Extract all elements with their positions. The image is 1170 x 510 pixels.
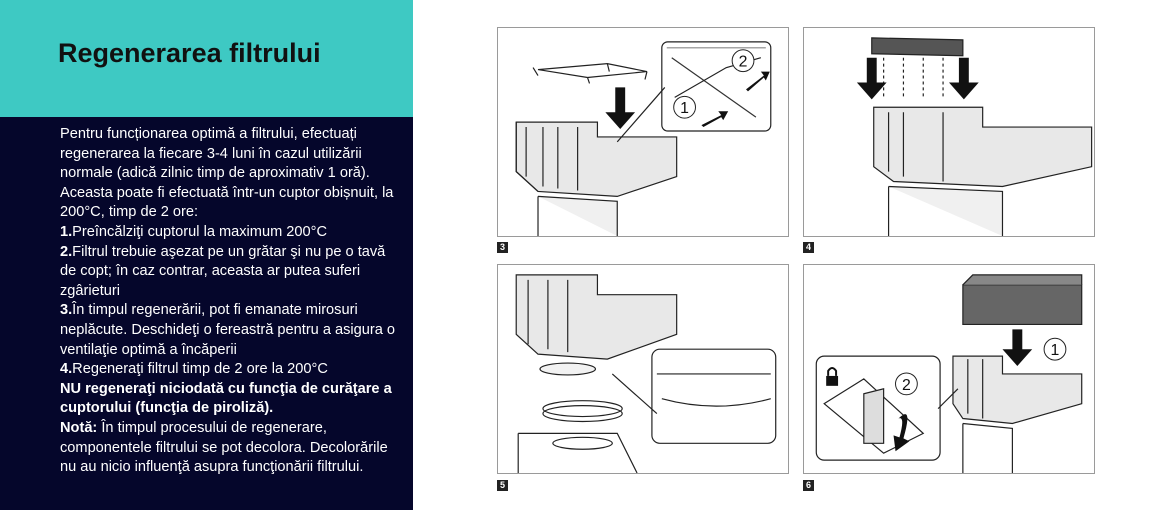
- step-4-text: Regeneraţi filtrul timp de 2 ore la 200°…: [72, 361, 328, 378]
- warning-text: NU regeneraţi niciodată cu funcţia de cu…: [60, 380, 405, 419]
- title-banner: Regenerarea filtrului: [0, 0, 413, 117]
- note: Notă: În timpul procesului de regenerare…: [60, 419, 405, 478]
- step-3-number: 3.: [60, 302, 73, 319]
- figure-6-callout-1-label: 1: [1051, 342, 1060, 359]
- figure-3-callout-2: 2: [731, 49, 755, 73]
- intro-paragraph: Pentru funcționarea optimă a filtrului, …: [60, 126, 394, 221]
- figure-5-illustration: [497, 264, 789, 474]
- instructions-text: Pentru funcționarea optimă a filtrului, …: [60, 125, 405, 478]
- warning-bold: NU regeneraţi niciodată cu funcţia de cu…: [60, 380, 392, 417]
- step-2-number: 2.: [60, 243, 73, 260]
- figure-5-number: 5: [497, 480, 508, 491]
- step-1: 1.Preîncălziţi cuptorul la maximum 200°C: [60, 223, 405, 243]
- step-3-text: În timpul regenerării, pot fi emanate mi…: [60, 302, 396, 358]
- lock-icon: [826, 367, 839, 386]
- figure-3-number: 3: [497, 242, 508, 253]
- figure-6-callout-2-label: 2: [902, 377, 911, 394]
- figure-6-illustration: 1 2: [803, 264, 1095, 474]
- step-4: 4.Regeneraţi filtrul timp de 2 ore la 20…: [60, 360, 405, 380]
- step-2: 2.Filtrul trebuie aşezat pe un grătar şi…: [60, 243, 405, 302]
- step-3: 3.În timpul regenerării, pot fi emanate …: [60, 301, 405, 360]
- figure-3-callout-1-label: 1: [680, 100, 689, 117]
- figure-3-drawing: 1 2: [515, 41, 772, 236]
- figure-6-callout-2: 2: [895, 372, 918, 396]
- figure-3-callout-2-label: 2: [739, 54, 748, 71]
- step-2-text: Filtrul trebuie aşezat pe un grătar şi n…: [60, 243, 386, 299]
- step-4-number: 4.: [60, 361, 73, 378]
- instructions-panel: Pentru funcționarea optimă a filtrului, …: [0, 117, 413, 510]
- figure-5-drawing: [515, 274, 777, 473]
- figure-4-drawing: [856, 37, 1093, 236]
- figure-4-illustration: [803, 27, 1095, 237]
- figure-4-number: 4: [803, 242, 814, 253]
- page-title: Regenerarea filtrului: [58, 38, 321, 68]
- note-label: Notă:: [60, 419, 98, 436]
- figure-3-callout-1: 1: [673, 95, 696, 119]
- note-text: În timpul procesului de regenerare, comp…: [60, 419, 388, 476]
- step-1-text: Preîncălziţi cuptorul la maximum 200°C: [72, 223, 328, 240]
- figure-3-illustration: 1 2: [497, 27, 789, 237]
- step-1-number: 1.: [60, 223, 73, 240]
- figure-6-callout-1: 1: [1043, 337, 1067, 361]
- figure-6-number: 6: [803, 480, 814, 491]
- figure-6-drawing: 1 2: [815, 274, 1083, 473]
